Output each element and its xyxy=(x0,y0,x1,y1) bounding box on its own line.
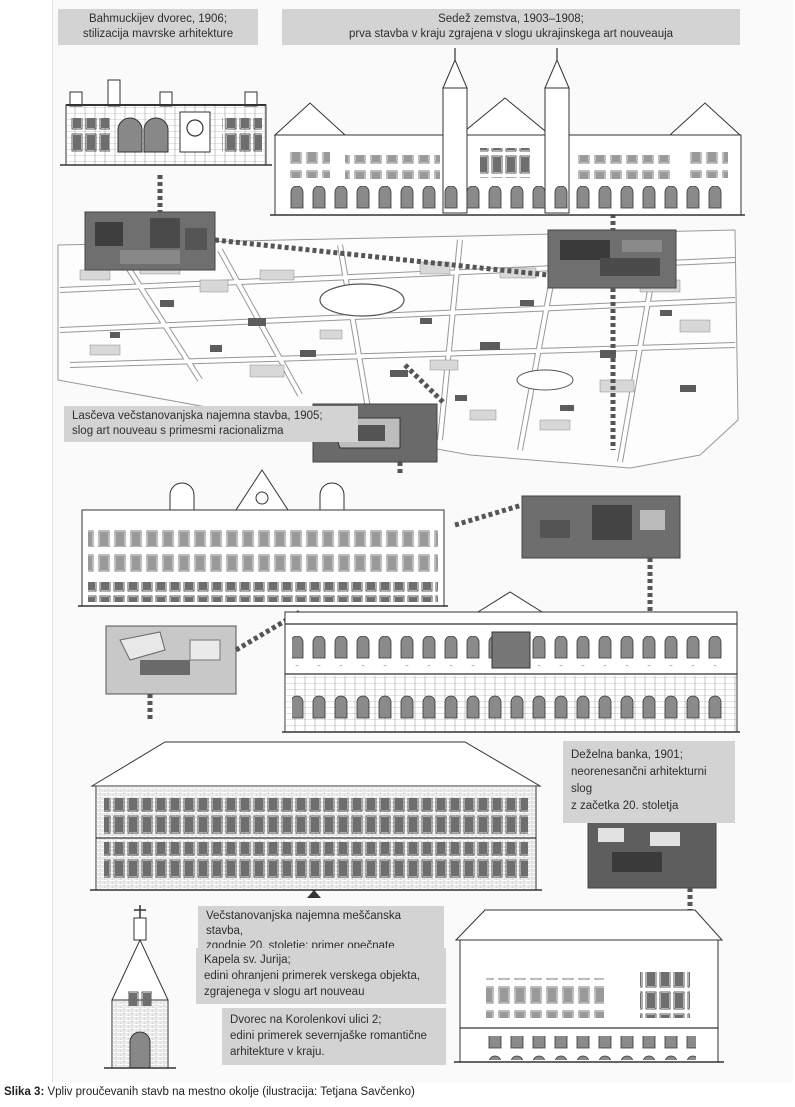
label-zemstvo-line2: prva stavba v kraju zgrajena v slogu ukr… xyxy=(348,28,674,40)
label-dezelna-line2: neorenesančni arhitekturni slog xyxy=(571,766,707,795)
label-lasceva-line1: Lasčeva večstanovanjska najemna stavba, … xyxy=(72,410,323,422)
building-mescanska xyxy=(90,741,542,898)
label-mescanska-line1: Večstanovanjska najemna meščanska stavba… xyxy=(206,910,401,937)
building-bahmuckijev xyxy=(60,79,272,166)
label-dvorec: Dvorec na Korolenkovi ulici 2; edini pri… xyxy=(222,1008,446,1065)
building-kapela xyxy=(104,905,176,1069)
model-kapela xyxy=(587,815,717,889)
model-dezelna xyxy=(521,495,681,559)
label-kapela: Kapela sv. Jurija; edini ohranjeni prime… xyxy=(196,948,446,1004)
model-bahmuckijev xyxy=(84,211,216,271)
model-zemstvo xyxy=(547,229,677,289)
label-dvorec-line1: Dvorec na Korolenkovi ulici 2; xyxy=(230,1014,382,1026)
building-zemstvo xyxy=(270,48,745,216)
figure-caption: Slika 3: Vpliv proučevanih stavb na mest… xyxy=(4,1086,415,1098)
label-bahmuckijev: Bahmuckijev dvorec, 1906; stilizacija ma… xyxy=(58,9,258,45)
building-dezelna xyxy=(282,591,740,733)
label-zemstvo: Sedež zemstva, 1903–1908; prva stavba v … xyxy=(282,9,740,45)
label-kapela-line2: edini ohranjeni primerek verskega objekt… xyxy=(204,970,421,982)
label-dezelna: Deželna banka, 1901; neorenesančni arhit… xyxy=(563,741,735,823)
label-bahmuckijev-line2: stilizacija mavrske arhitekture xyxy=(82,28,234,40)
label-dezelna-line1: Deželna banka, 1901; xyxy=(571,749,683,761)
building-lasceva xyxy=(78,469,448,607)
label-kapela-line3: zgrajenega v slogu art nouveau xyxy=(204,986,365,998)
caption-text: Vpliv proučevanih stavb na mestno okolje… xyxy=(44,1086,415,1098)
label-dvorec-line2: edini primerek severnjaške romantične xyxy=(230,1030,427,1042)
building-dvorec xyxy=(454,909,724,1063)
model-mescanska xyxy=(105,625,237,695)
label-dezelna-line3: z začetka 20. stoletja xyxy=(571,800,679,812)
label-bahmuckijev-line1: Bahmuckijev dvorec, 1906; xyxy=(88,13,228,25)
label-kapela-line1: Kapela sv. Jurija; xyxy=(204,954,291,966)
label-lasceva: Lasčeva večstanovanjska najemna stavba, … xyxy=(64,406,358,442)
label-dvorec-line3: arhitekture v kraju. xyxy=(230,1046,325,1058)
label-lasceva-line2: slog art nouveau s primesmi racionalizma xyxy=(72,425,284,437)
caption-prefix: Slika 3: xyxy=(4,1086,45,1098)
label-zemstvo-line1: Sedež zemstva, 1903–1908; xyxy=(438,13,584,25)
